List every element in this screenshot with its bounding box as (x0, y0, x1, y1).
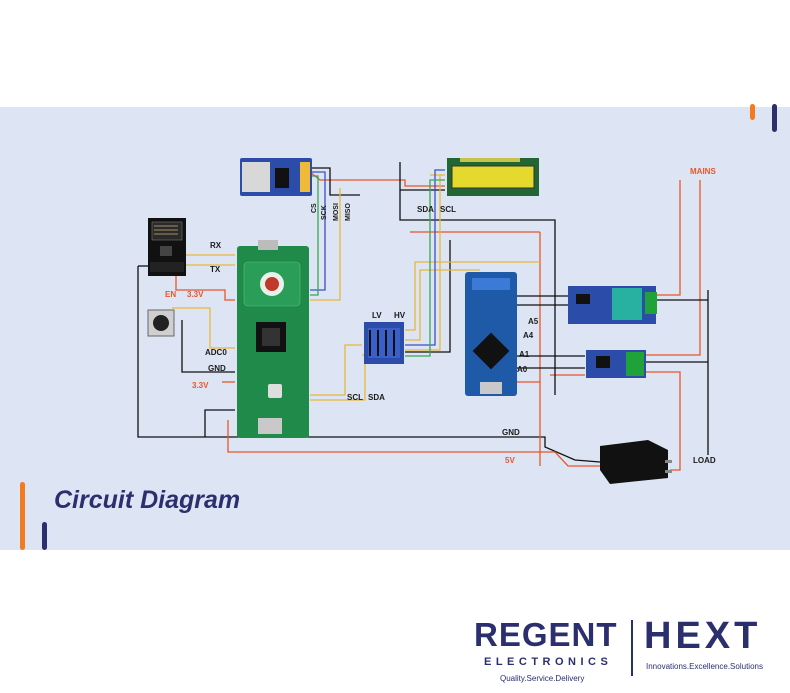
label-a5: A5 (528, 317, 539, 326)
label-3v3-esp: 3.3V (187, 290, 204, 299)
label-gnd-bus: GND (502, 428, 520, 437)
label-rx: RX (210, 241, 222, 250)
label-a1: A1 (519, 350, 530, 359)
label-mosi: MOSI (333, 203, 340, 221)
lcd-display (447, 158, 539, 196)
label-scl-bottom: SCL (347, 393, 363, 402)
label-scl-top: SCL (440, 205, 456, 214)
logic-level-converter (364, 322, 404, 364)
label-load: LOAD (693, 456, 716, 465)
page-title: Circuit Diagram (54, 486, 241, 514)
brand-divider (631, 620, 633, 676)
power-adapter (600, 440, 672, 484)
hext-logo: HEXT (644, 615, 762, 657)
pin-labels: RX TX EN 3.3V ADC0 GND 3.3V CS SCK MOSI … (165, 167, 716, 465)
arduino-nano (465, 272, 517, 396)
label-sda-top: SDA (417, 205, 434, 214)
label-en: EN (165, 290, 176, 299)
hext-tagline: Innovations.Excellence.Solutions (646, 662, 763, 671)
push-button (147, 309, 175, 337)
label-cs: CS (311, 203, 318, 213)
mains-wire (655, 180, 681, 296)
accent-bar-navy-top (772, 104, 777, 132)
regent-logo: REGENT (474, 616, 618, 653)
regent-subtitle: ELECTRONICS (484, 656, 613, 668)
accent-bar-navy-bottom (42, 522, 47, 550)
label-gnd-left: GND (208, 364, 226, 373)
label-adc0: ADC0 (205, 348, 227, 357)
regent-tagline: Quality.Service.Delivery (500, 674, 585, 683)
label-sck: SCK (321, 205, 328, 220)
label-hv: HV (394, 311, 406, 320)
pico-board (237, 240, 309, 438)
brand-logos: REGENT ELECTRONICS Quality.Service.Deliv… (474, 616, 774, 686)
esp01-module (148, 218, 186, 276)
gnd-wire (137, 266, 601, 463)
label-mains: MAINS (690, 167, 716, 176)
current-sensor (586, 350, 646, 378)
sd-card-module (240, 158, 312, 196)
accent-bar-orange-top (750, 104, 755, 120)
label-5v: 5V (505, 456, 515, 465)
accent-bar-orange-bottom (20, 482, 25, 550)
voltage-sensor (568, 286, 657, 324)
label-lv: LV (372, 311, 382, 320)
label-sda-bottom: SDA (368, 393, 385, 402)
label-a4: A4 (523, 331, 534, 340)
label-a0: A0 (517, 365, 528, 374)
label-3v3-left: 3.3V (192, 381, 209, 390)
wires (137, 162, 709, 471)
5v-wire (227, 420, 600, 467)
label-miso: MISO (345, 203, 352, 221)
label-tx: TX (210, 265, 221, 274)
